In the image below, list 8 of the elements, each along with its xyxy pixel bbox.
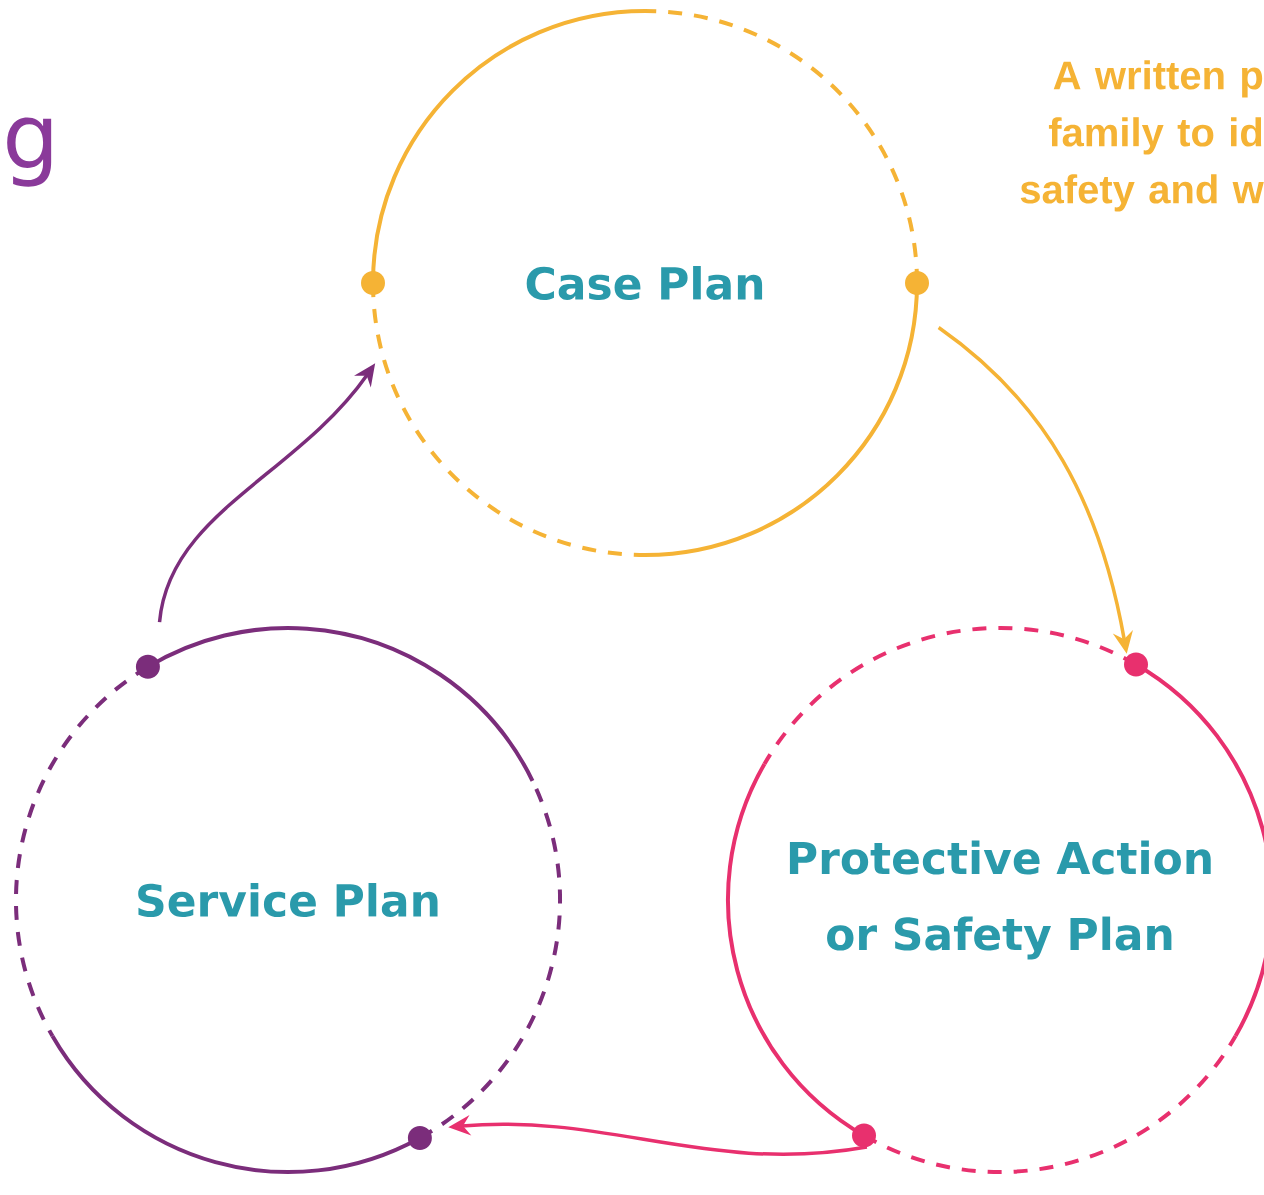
description-text: A written p family to id safety and w — [1020, 60, 1264, 212]
node-label: Case Plan — [526, 265, 763, 301]
node-label: Protective Action or Safety Plan — [789, 840, 1211, 960]
circle-node: Service Plan — [14, 626, 562, 1174]
heading-letter: g — [7, 117, 52, 187]
circle-node: Case Plan — [361, 9, 929, 557]
node-label: Service Plan — [138, 882, 438, 918]
circle-node: Protective Action or Safety Plan — [725, 625, 1264, 1175]
